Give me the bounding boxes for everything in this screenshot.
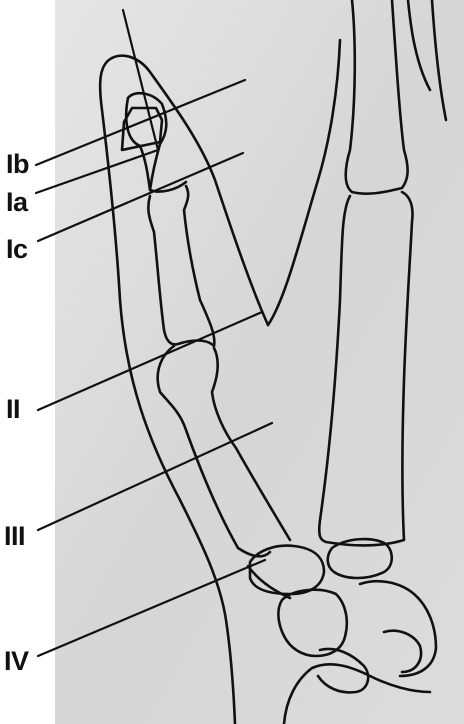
label-II: II — [6, 396, 20, 423]
label-IV: IV — [4, 648, 29, 675]
label-Ib: Ib — [6, 151, 29, 178]
label-Ia: Ia — [6, 189, 28, 216]
label-III: III — [4, 523, 25, 550]
label-Ic: Ic — [6, 236, 28, 263]
figure-background — [55, 0, 464, 724]
